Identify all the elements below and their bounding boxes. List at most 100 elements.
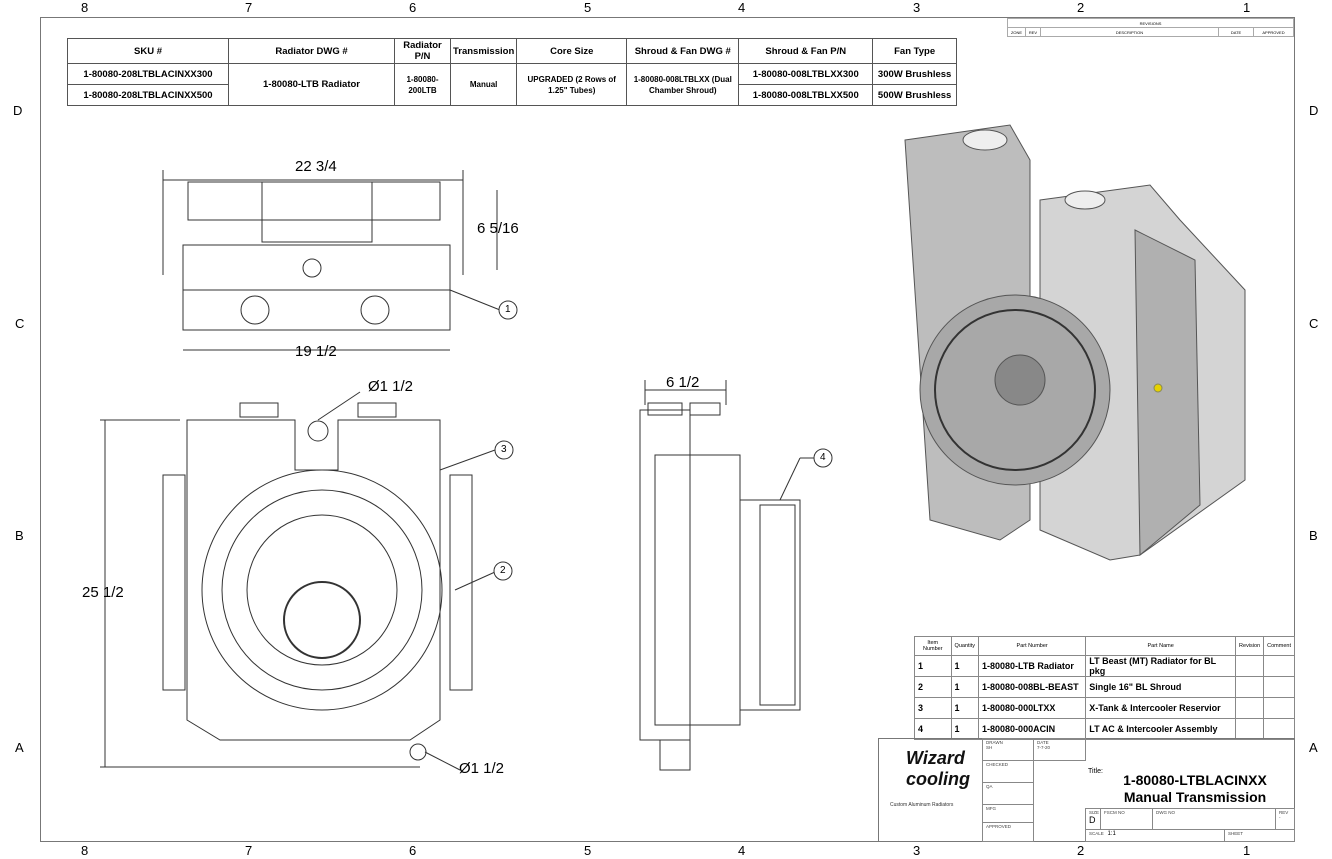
zone-col: 7 (245, 843, 253, 858)
qty: 1 (950, 655, 980, 677)
company-logo: Wizard cooling Custom Aluminum Radiators (884, 748, 979, 808)
zone-col: 8 (81, 843, 89, 858)
value: 7-7-20 (1037, 745, 1051, 750)
zone-row: C (15, 316, 25, 331)
label: SCALE (1089, 831, 1104, 836)
qty: 1 (950, 718, 980, 740)
zone-row: A (15, 740, 24, 755)
header: Quantity (950, 636, 980, 656)
qa-cell: QA (982, 782, 1034, 805)
zone-row: A (1309, 740, 1318, 755)
rev-cell: REV- (1275, 808, 1295, 830)
header: Comment (1263, 636, 1295, 656)
name: LT AC & Intercooler Assembly (1085, 718, 1237, 740)
title-line-2: Manual Transmission (1123, 789, 1267, 805)
transmission-cell: Manual (449, 63, 518, 106)
header: Fan Type (872, 38, 957, 64)
header: Item Number (914, 636, 952, 656)
zone-row: B (1309, 528, 1318, 543)
shroud-pn-cell: 1-80080-008LTBLXX500 (738, 84, 874, 106)
balloon-group (493, 300, 833, 581)
part: 1-80080-000ACIN (978, 718, 1087, 740)
label: SIZE (1089, 810, 1100, 815)
zone-col: 6 (409, 0, 417, 15)
dim-front-height: 25 1/2 (82, 584, 124, 601)
mfg-cell: MFG (982, 804, 1034, 823)
dim-bottom-width: 19 1/2 (295, 343, 337, 360)
scale-cell: SCALE 1:1 (1085, 829, 1225, 842)
drawing-title: 1-80080-LTBLACINXX Manual Transmission (1110, 772, 1280, 806)
dim-dia-bottom: Ø1 1/2 (459, 760, 505, 777)
logo-text: Wizard cooling (906, 748, 970, 789)
label: DRAWN (986, 740, 1003, 745)
header: Radiator P/N (394, 38, 451, 64)
name: X-Tank & Intercooler Reservior (1085, 697, 1237, 719)
zone-col: 5 (584, 0, 592, 15)
dwg-cell: DWG NO (1152, 808, 1276, 830)
zone-col: 6 (409, 843, 417, 858)
item: 3 (914, 697, 952, 719)
item: 1 (914, 655, 952, 677)
value: 1:1 (1107, 831, 1116, 837)
item: 2 (914, 676, 952, 698)
drawing-frame (40, 17, 1295, 842)
bill-of-materials: Item Number Quantity Part Number Part Na… (914, 636, 1295, 740)
radiator-pn-cell: 1-80080-200LTB (394, 63, 451, 106)
zone-col: 5 (584, 843, 592, 858)
zone-col: 8 (81, 0, 89, 15)
title-line-1: 1-80080-LTBLACINXX (1123, 772, 1267, 788)
zone-col: 3 (913, 843, 921, 858)
checked-cell: CHECKED (982, 760, 1034, 783)
part: 1-80080-LTB Radiator (978, 655, 1087, 677)
part: 1-80080-008BL-BEAST (978, 676, 1087, 698)
isometric-view (904, 124, 1246, 561)
qty: 1 (950, 697, 980, 719)
zone-col: 2 (1077, 843, 1085, 858)
zone-row: C (1309, 316, 1319, 331)
zone-col: 4 (738, 843, 746, 858)
balloon-3: 3 (501, 444, 507, 455)
item: 4 (914, 718, 952, 740)
front-view (100, 391, 496, 771)
part: 1-80080-000LTXX (978, 697, 1087, 719)
sku-table: SKU # Radiator DWG # Radiator P/N Transm… (67, 38, 957, 106)
header: Shroud & Fan DWG # (626, 38, 740, 64)
header: APPROVED (1253, 27, 1294, 37)
label: REV (1279, 810, 1289, 815)
top-view (162, 170, 501, 351)
zone-row: D (13, 103, 23, 118)
zone-col: 1 (1243, 0, 1251, 15)
zone-col: 3 (913, 0, 921, 15)
header: Part Name (1085, 636, 1237, 656)
dim-dia-top: Ø1 1/2 (368, 378, 414, 395)
qty: 1 (950, 676, 980, 698)
zone-col: 1 (1243, 843, 1251, 858)
value: - (1279, 815, 1281, 820)
side-view (639, 380, 815, 771)
approved-cell: APPROVED (982, 822, 1034, 842)
value: SH (986, 745, 993, 750)
logo-tagline: Custom Aluminum Radiators (890, 802, 954, 808)
name: Single 16" BL Shroud (1085, 676, 1237, 698)
header: Shroud & Fan P/N (738, 38, 874, 64)
core-size-cell: UPGRADED (2 Rows of 1.25" Tubes) (516, 63, 628, 106)
zone-col: 7 (245, 0, 253, 15)
zone-row: D (1309, 103, 1319, 118)
header: Revision (1235, 636, 1265, 656)
zone-row: B (15, 528, 24, 543)
header: Part Number (978, 636, 1087, 656)
value: D (1089, 815, 1096, 825)
sku-cell: 1-80080-208LTBLACINXX500 (67, 84, 229, 106)
dim-side-width: 6 1/2 (666, 374, 700, 391)
zone-col: 4 (738, 0, 746, 15)
name: LT Beast (MT) Radiator for BL pkg (1085, 655, 1237, 677)
sheet-cell: SHEET (1224, 829, 1295, 842)
